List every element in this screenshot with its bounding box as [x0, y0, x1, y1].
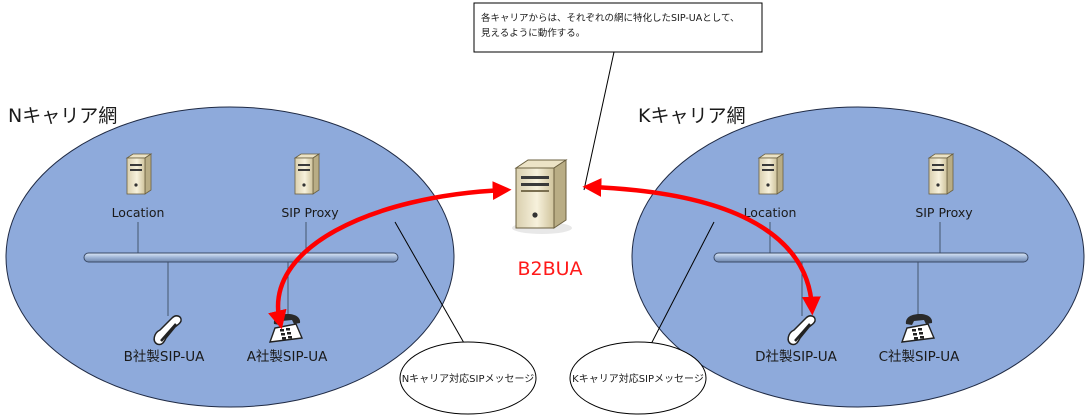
ua-c-label: C社製SIP-UA: [879, 349, 961, 365]
server-tower-icon: [512, 159, 572, 234]
n-message-bubble: Nキャリア対応SIPメッセージ: [399, 341, 537, 415]
server-tower-icon: [757, 153, 785, 195]
top-callout-box: [473, 2, 763, 53]
ua-c-desk-phone: [900, 314, 936, 343]
k-flow-arrow: [582, 177, 821, 316]
server-tower-icon: [125, 153, 153, 195]
handset-phone-icon: [787, 315, 816, 346]
ua-b-handset: [153, 315, 182, 346]
n-location-server: [125, 153, 153, 195]
ua-b-label: B社製SIP-UA: [124, 349, 205, 365]
n-network-bus: [83, 252, 399, 263]
top-callout-line-1: 各キャリアからは、それぞれの網に特化したSIP-UAとして、: [481, 12, 739, 24]
top-callout-line-2: 見えるように動作する。: [481, 27, 585, 39]
desk-phone-icon: [900, 314, 936, 343]
handset-phone-icon: [153, 315, 182, 346]
ua-a-label: A社製SIP-UA: [247, 349, 328, 365]
b2bua-label: B2BUA: [517, 258, 582, 280]
n-location-label: Location: [112, 205, 165, 220]
b2bua-server: [512, 159, 572, 234]
k-location-label: Location: [744, 205, 797, 220]
k-sip-proxy-server: [927, 153, 955, 195]
k-location-server: [757, 153, 785, 195]
n-network-title: Nキャリア網: [8, 105, 117, 127]
n-sip-proxy-label: SIP Proxy: [281, 205, 339, 220]
k-network-bus: [713, 252, 1029, 263]
n-message-text: Nキャリア対応SIPメッセージ: [402, 372, 535, 385]
k-message-text: Kキャリア対応SIPメッセージ: [572, 372, 704, 385]
server-tower-icon: [293, 153, 321, 195]
ua-d-handset: [787, 315, 816, 346]
server-tower-icon: [927, 153, 955, 195]
n-sip-proxy-server: [293, 153, 321, 195]
k-message-bubble: Kキャリア対応SIPメッセージ: [569, 341, 707, 415]
ua-d-label: D社製SIP-UA: [755, 349, 838, 365]
k-sip-proxy-label: SIP Proxy: [915, 205, 973, 220]
n-flow-arrow: [268, 181, 512, 330]
k-network-title: Kキャリア網: [638, 105, 745, 127]
top-callout: 各キャリアからは、それぞれの網に特化したSIP-UAとして、 見えるように動作す…: [473, 2, 763, 191]
top-callout-pointer: [583, 51, 615, 191]
